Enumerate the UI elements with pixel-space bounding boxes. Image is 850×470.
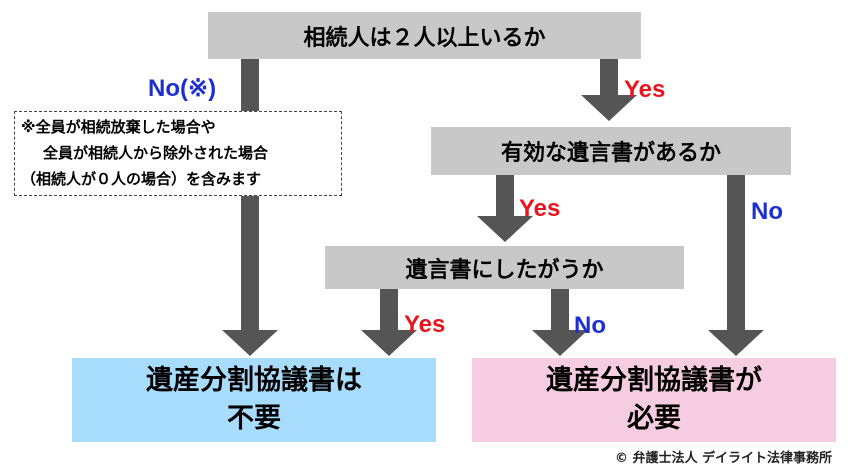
result-required: 遺産分割協議書が 必要	[472, 358, 836, 442]
footnote-line-3: （相続人が０人の場合）を含みます	[21, 170, 262, 188]
result-not-required-line2: 不要	[227, 403, 281, 434]
arrow-q2-yes	[477, 175, 533, 242]
footnote-line-2: 全員が相続人から除外された場合	[43, 144, 269, 162]
footnote-box: ※全員が相続放棄した場合や 全員が相続人から除外された場合 （相続人が０人の場合…	[14, 111, 342, 196]
footnote-line-1: ※全員が相続放棄した場合や	[21, 118, 216, 136]
arrow-q3-yes	[361, 289, 417, 356]
arrow-q1-no	[222, 59, 278, 356]
question-valid-will-label: 有効な遺言書があるか	[500, 141, 721, 166]
label-q3-yes: Yes	[404, 311, 446, 338]
result-required-line2: 必要	[627, 403, 681, 434]
result-required-line1: 遺産分割協議書が	[546, 365, 762, 396]
question-valid-will: 有効な遺言書があるか	[431, 127, 791, 175]
copyright-credit: © 弁護士法人 デイライト法律事務所	[614, 451, 832, 466]
arrow-q2-no	[708, 175, 764, 356]
result-not-required-line1: 遺産分割協議書は	[146, 365, 362, 396]
question-heirs-two-or-more: 相続人は２人以上いるか	[208, 12, 641, 59]
arrow-q1-yes	[581, 59, 637, 121]
label-q3-no: No	[574, 312, 606, 339]
question-heirs-label: 相続人は２人以上いるか	[303, 25, 546, 51]
label-q2-yes: Yes	[519, 195, 561, 222]
question-follow-will: 遺言書にしたがうか	[325, 246, 684, 289]
result-not-required: 遺産分割協議書は 不要	[72, 358, 436, 442]
label-q2-no: No	[751, 198, 783, 225]
arrow-q3-no	[532, 289, 588, 356]
label-q1-no: No(※)	[148, 75, 217, 102]
label-q1-yes: Yes	[624, 76, 666, 103]
question-follow-will-label: 遺言書にしたがうか	[405, 257, 604, 283]
